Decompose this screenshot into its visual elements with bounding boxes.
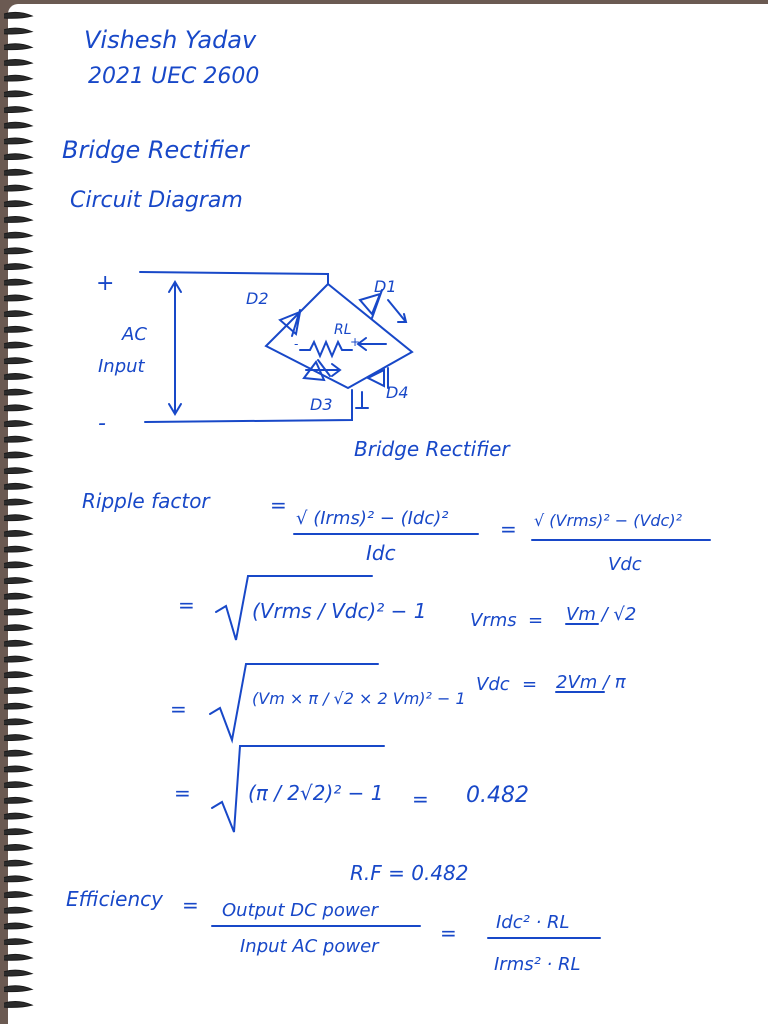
spiral-loop — [3, 985, 34, 993]
spiral-loop — [3, 734, 34, 741]
spiral-loop — [3, 106, 34, 113]
spiral-loop — [3, 216, 34, 223]
spiral-loop — [3, 498, 34, 506]
spiral-loop — [3, 781, 34, 789]
spiral-loop — [3, 592, 34, 600]
spiral-loop — [3, 969, 34, 977]
spiral-loop — [3, 482, 34, 490]
spiral-loop — [3, 891, 34, 898]
spiral-loop — [3, 828, 34, 836]
spiral-loop — [3, 435, 34, 443]
spiral-loop — [3, 153, 34, 161]
spiral-loop — [3, 247, 34, 255]
author-name: Vishesh Yadav — [84, 26, 257, 54]
spiral-loop — [3, 388, 34, 396]
spiral-loop — [3, 796, 34, 804]
spiral-loop — [3, 718, 34, 726]
spiral-loop — [3, 27, 34, 35]
spiral-loop — [3, 231, 34, 239]
roll-number: 2021 UEC 2600 — [88, 64, 260, 89]
spiral-loop — [3, 922, 34, 930]
page-title: Bridge Rectifier — [62, 136, 249, 164]
spiral-loop — [3, 11, 34, 19]
spiral-loop — [3, 90, 34, 98]
spiral-loop — [3, 545, 34, 553]
spiral-loop — [3, 687, 34, 694]
page-subtitle: Circuit Diagram — [70, 188, 243, 213]
spiral-loop — [3, 294, 34, 302]
spiral-loop — [3, 812, 34, 820]
spiral-loop — [3, 844, 34, 851]
spiral-loop — [3, 263, 34, 270]
spiral-loop — [3, 514, 34, 522]
notebook-page — [8, 4, 768, 1024]
spiral-loop — [3, 561, 34, 569]
spiral-loop — [3, 325, 34, 333]
spiral-loop — [3, 530, 34, 537]
spiral-loop — [3, 420, 34, 427]
spiral-loop — [3, 671, 34, 679]
spiral-loop — [3, 639, 34, 647]
spiral-loop — [3, 200, 34, 208]
spiral-loop — [3, 137, 34, 145]
spiral-loop — [3, 702, 34, 710]
spiral-loop — [3, 749, 34, 757]
spiral-loop — [3, 608, 34, 616]
spiral-loop — [3, 655, 34, 663]
spiral-loop — [3, 577, 34, 584]
spiral-loop — [3, 451, 34, 459]
spiral-loop — [3, 168, 34, 176]
spiral-binding — [3, 11, 34, 1008]
spiral-loop — [3, 373, 34, 380]
spiral-loop — [3, 59, 34, 66]
spiral-loop — [3, 906, 34, 914]
spiral-loop — [3, 624, 34, 632]
spiral-loop — [3, 357, 34, 365]
spiral-loop — [3, 938, 34, 946]
spiral-loop — [3, 859, 34, 867]
spiral-loop — [3, 953, 34, 961]
spiral-loop — [3, 1001, 34, 1008]
spiral-loop — [3, 310, 34, 318]
spiral-loop — [3, 341, 34, 349]
spiral-loop — [3, 184, 34, 192]
spiral-loop — [3, 875, 34, 883]
spiral-loop — [3, 278, 34, 286]
spiral-loop — [3, 467, 34, 475]
spiral-loop — [3, 765, 34, 773]
spiral-loop — [3, 43, 34, 51]
spiral-loop — [3, 121, 34, 129]
spiral-loop — [3, 74, 34, 82]
spiral-loop — [3, 404, 34, 412]
